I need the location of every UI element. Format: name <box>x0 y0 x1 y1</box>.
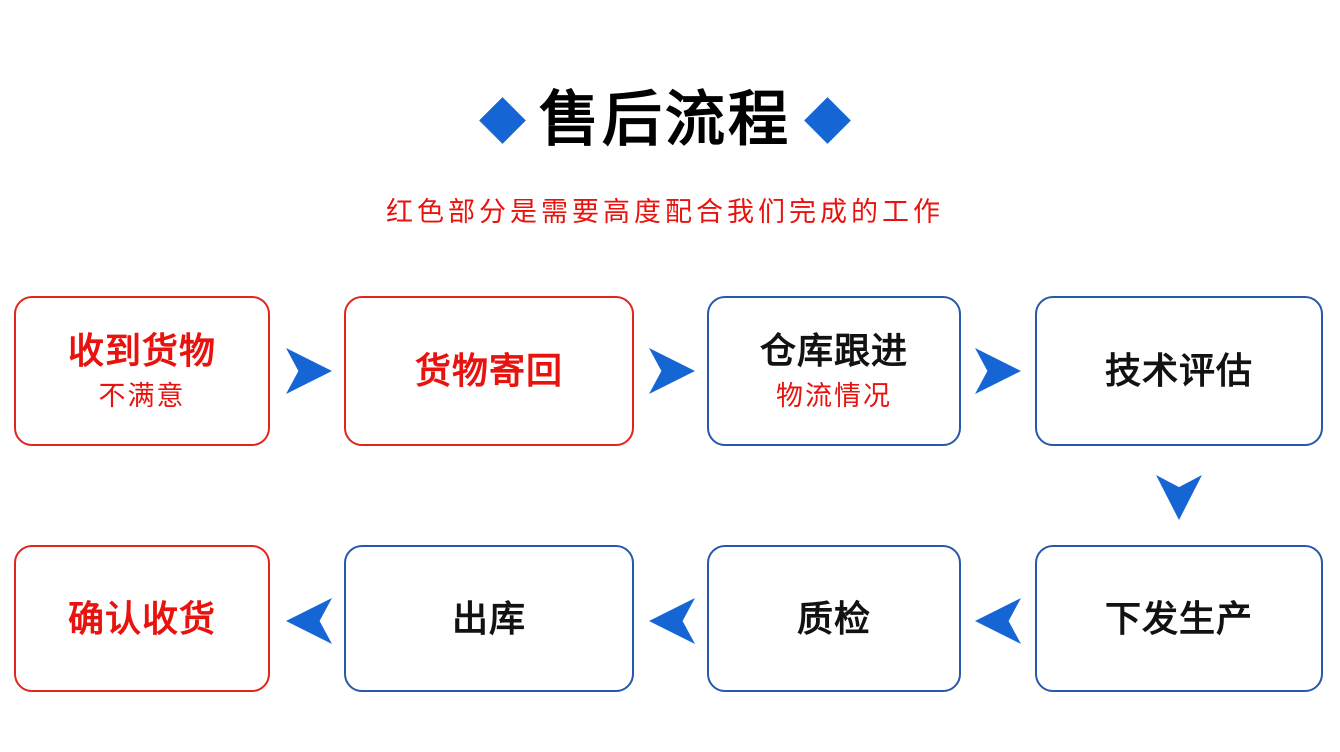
page-subtitle: 红色部分是需要高度配合我们完成的工作 <box>386 197 944 227</box>
node-title: 质检 <box>796 597 871 639</box>
node-title: 下发生产 <box>1104 597 1253 639</box>
node-subtitle: 不满意 <box>98 380 186 411</box>
arrow-down-icon <box>1156 475 1202 520</box>
flow-node-receive-goods: 收到货物 不满意 <box>14 296 270 446</box>
flow-node-confirm-receipt: 确认收货 <box>14 545 270 692</box>
flow-node-issue-production: 下发生产 <box>1035 545 1323 692</box>
arrow-left-icon <box>286 598 332 644</box>
node-title: 收到货物 <box>67 330 216 372</box>
node-title: 仓库跟进 <box>759 330 908 372</box>
page-title-row: 售后流程 <box>0 84 1330 156</box>
arrow-left-icon <box>649 598 695 644</box>
diamond-icon <box>479 96 526 144</box>
node-subtitle: 物流情况 <box>776 380 892 411</box>
page-title: 售后流程 <box>539 86 791 153</box>
node-title: 确认收货 <box>67 597 216 639</box>
flow-node-warehouse-followup: 仓库跟进 物流情况 <box>707 296 961 446</box>
arrow-right-icon <box>975 348 1021 394</box>
flow-node-quality-check: 质检 <box>707 545 961 692</box>
arrow-right-icon <box>286 348 332 394</box>
node-title: 技术评估 <box>1104 350 1253 392</box>
flow-node-technical-assessment: 技术评估 <box>1035 296 1323 446</box>
diamond-icon <box>804 96 851 144</box>
arrow-left-icon <box>975 598 1021 644</box>
arrow-right-icon <box>649 348 695 394</box>
flow-node-send-back: 货物寄回 <box>344 296 634 446</box>
node-title: 出库 <box>451 597 526 639</box>
node-title: 货物寄回 <box>414 350 563 392</box>
flow-node-outbound: 出库 <box>344 545 634 692</box>
